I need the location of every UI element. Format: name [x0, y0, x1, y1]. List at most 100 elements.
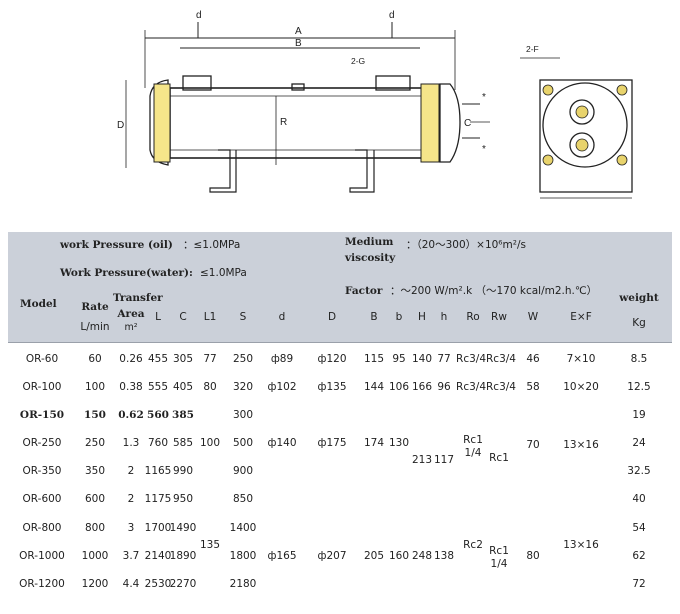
col-weight-unit: Kg	[632, 317, 646, 329]
table-cell-c: 305	[172, 353, 194, 365]
table-cell-d: ф120	[317, 353, 347, 365]
table-cell-l: 455	[147, 353, 169, 365]
table-cell-area: 2	[127, 493, 135, 505]
cell-rw-250: Rc1	[489, 452, 509, 464]
viscosity-label-1: Medium	[345, 236, 394, 248]
table-cell-model: OR-800	[22, 522, 62, 534]
table-cell-s: 1800	[229, 550, 257, 562]
table-cell-model: OR-1200	[19, 578, 65, 590]
table-cell-w: 80	[526, 550, 540, 562]
col-transfer: Transfer	[113, 292, 163, 304]
table-cell-b: 174	[363, 437, 385, 449]
table-cell-h: 248	[411, 550, 433, 562]
table-cell-s: 900	[232, 465, 254, 477]
table-cell-rate: 600	[84, 493, 106, 505]
table-cell-rate: 1000	[81, 550, 109, 562]
col-d-small: d	[278, 311, 286, 323]
table-cell-s: 850	[232, 493, 254, 505]
col-d-big: D	[327, 311, 337, 323]
table-cell-weight: 12.5	[627, 381, 651, 393]
table-cell-weight: 19	[632, 409, 646, 421]
table-cell-c: 585	[172, 437, 194, 449]
table-cell-exf: 10×20	[563, 381, 599, 393]
water-pressure-label: Work Pressure(water):	[60, 267, 193, 279]
viscosity-value: ：（20～300）×10⁶m²/s	[406, 239, 526, 251]
table-cell-l: 2530	[144, 578, 172, 590]
label-c: C	[464, 118, 471, 129]
table-cell-l: 1165	[144, 465, 172, 477]
cooler-technical-drawing: d d A B 2-G 2-F D R C * *	[117, 10, 633, 199]
table-cell-c: 950	[172, 493, 194, 505]
table-cell-model: OR-150	[19, 409, 65, 421]
table-cell-area: 0.62	[118, 409, 144, 421]
table-cell-s: 250	[232, 353, 254, 365]
label-r: R	[280, 117, 287, 128]
table-cell-rate: 60	[88, 353, 102, 365]
cell-rw-1000-b: 1/4	[490, 558, 508, 570]
label-2g: 2-G	[351, 56, 365, 66]
col-model: Model	[20, 298, 57, 310]
table-cell-h: 166	[411, 381, 433, 393]
table-cell-b: 95	[392, 353, 406, 365]
table-cell-area: 2	[127, 465, 135, 477]
table-cell-w: 58	[526, 381, 540, 393]
table-cell-s: 500	[232, 437, 254, 449]
specification-table: work Pressure (oil) ：≤1.0MPa Work Pressu…	[8, 232, 672, 610]
col-b-big: B	[370, 311, 378, 323]
cell-ro-250-a: Rc1	[463, 434, 483, 446]
table-cell-weight: 24	[632, 437, 646, 449]
cell-w-250: 70	[526, 439, 540, 451]
col-ro: Ro	[466, 311, 480, 323]
table-cell-l1: 80	[203, 381, 217, 393]
label-d-left: d	[196, 10, 202, 21]
table-cell-d: ф140	[267, 437, 297, 449]
table-cell-rate: 350	[84, 465, 106, 477]
table-cell-h: 138	[433, 550, 455, 562]
table-cell-c: 2270	[169, 578, 197, 590]
table-cell-model: OR-600	[22, 493, 62, 505]
table-cell-c: 405	[172, 381, 194, 393]
col-s: S	[239, 311, 247, 323]
table-cell-d: ф207	[317, 550, 347, 562]
table-cell-d: ф135	[317, 381, 347, 393]
col-h-big: H	[418, 311, 426, 323]
table-cell-model: OR-1000	[19, 550, 65, 562]
table-cell-c: 1490	[169, 522, 197, 534]
label-b: B	[295, 38, 302, 49]
table-cell-area: 1.3	[122, 437, 140, 449]
table-cell-b: 160	[388, 550, 410, 562]
cell-l1-1000: 135	[199, 539, 221, 551]
table-cell-d: ф165	[267, 550, 297, 562]
oil-pressure-label: work Pressure (oil)	[60, 239, 173, 251]
table-cell-model: OR-350	[22, 465, 62, 477]
table-cell-l: 1700	[144, 522, 172, 534]
table-cell-weight: 62	[632, 550, 646, 562]
table-cell-l1: 77	[203, 353, 217, 365]
table-cell-weight: 32.5	[627, 465, 651, 477]
table-cell-weight: 54	[632, 522, 646, 534]
cell-exf-1000: 13×16	[563, 539, 599, 551]
label-2f: 2-F	[526, 44, 539, 54]
col-area: Area	[117, 308, 145, 320]
table-cell-h: 96	[437, 381, 451, 393]
table-cell-area: 0.26	[119, 353, 143, 365]
table-cell-h: 77	[437, 353, 451, 365]
table-cell-weight: 8.5	[630, 353, 648, 365]
table-cell-rate: 250	[84, 437, 106, 449]
table-cell-d: ф102	[267, 381, 297, 393]
table-header-band	[8, 232, 672, 342]
water-pressure-value: ≤1.0MPa	[200, 267, 247, 279]
table-cell-area: 3.7	[122, 550, 140, 562]
table-cell-l: 560	[147, 409, 169, 421]
col-l1: L1	[203, 311, 217, 323]
oil-pressure-value: ：≤1.0MPa	[183, 239, 241, 251]
table-cell-weight: 72	[632, 578, 646, 590]
table-cell-b: 106	[388, 381, 410, 393]
col-area-unit: m²	[124, 322, 138, 333]
table-cell-c: 1890	[169, 550, 197, 562]
label-a: A	[295, 26, 302, 37]
table-cell-b: 205	[363, 550, 385, 562]
table-cell-l1: 100	[199, 437, 221, 449]
col-rw: Rw	[491, 311, 507, 323]
table-cell-l: 555	[147, 381, 169, 393]
